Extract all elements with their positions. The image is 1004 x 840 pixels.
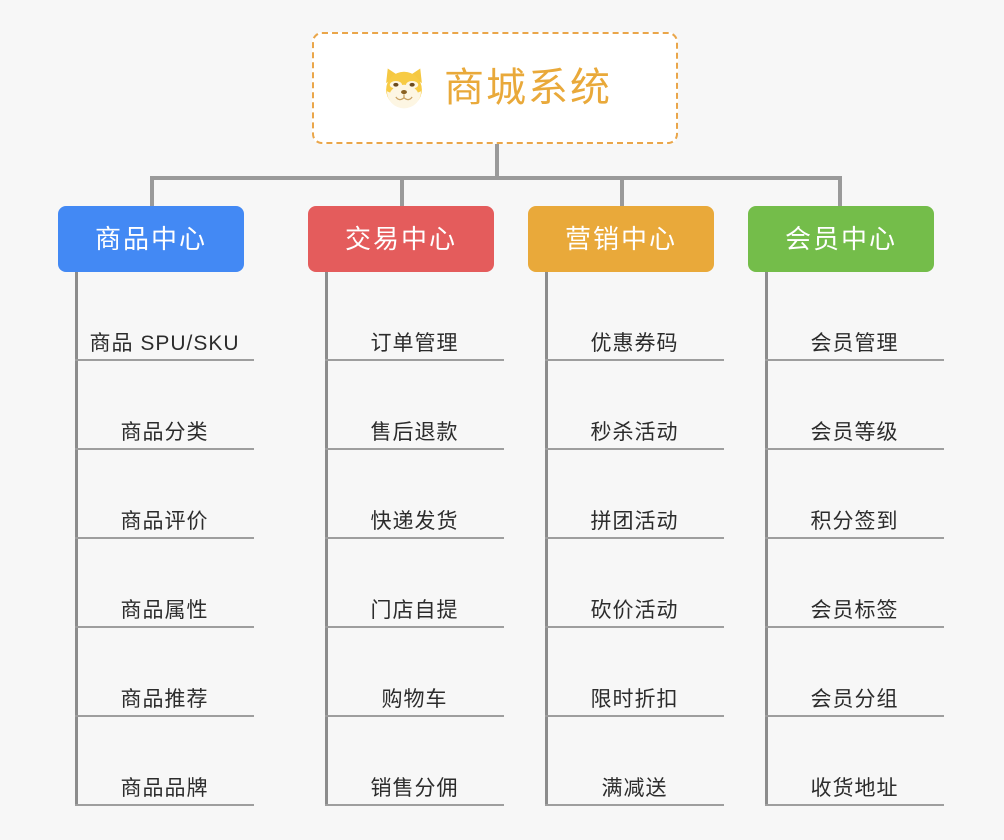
category-box-product-center[interactable]: 商品中心 (58, 206, 244, 272)
leaf-item[interactable]: 限时折扣 (545, 628, 724, 717)
connector-drop-member-center (838, 176, 842, 208)
leaf-label: 满减送 (601, 776, 668, 800)
leaf-item[interactable]: 会员标签 (765, 539, 944, 628)
leaf-label: 商品分类 (120, 420, 209, 444)
leaf-item[interactable]: 会员管理 (765, 272, 944, 361)
connector-horizontal-bus (150, 176, 840, 180)
leaf-item[interactable]: 销售分佣 (325, 717, 504, 806)
leaf-item[interactable]: 优惠券码 (545, 272, 724, 361)
leaf-label: 拼团活动 (590, 509, 679, 533)
leaf-item[interactable]: 商品属性 (75, 539, 254, 628)
leaf-column-member-center: 会员管理会员等级积分签到会员标签会员分组收货地址 (765, 272, 944, 806)
leaf-label: 售后退款 (370, 420, 459, 444)
category-label: 交易中心 (344, 224, 457, 254)
leaf-item[interactable]: 收货地址 (765, 717, 944, 806)
leaf-label: 会员管理 (810, 331, 899, 355)
leaf-label: 商品评价 (120, 509, 209, 533)
leaf-label: 会员标签 (810, 598, 899, 622)
leaf-item[interactable]: 满减送 (545, 717, 724, 806)
leaf-label: 商品 SPU/SKU (89, 331, 240, 355)
leaf-label: 限时折扣 (590, 687, 679, 711)
leaf-label: 门店自提 (370, 598, 459, 622)
category-label: 商品中心 (94, 224, 207, 254)
leaf-label: 优惠券码 (590, 331, 679, 355)
leaf-label: 商品属性 (120, 598, 209, 622)
leaf-item[interactable]: 秒杀活动 (545, 361, 724, 450)
root-node[interactable]: 商城系统 (312, 32, 678, 144)
leaf-label: 销售分佣 (370, 776, 459, 800)
leaf-list: 优惠券码秒杀活动拼团活动砍价活动限时折扣满减送 (545, 272, 724, 806)
connector-drop-marketing-center (620, 176, 624, 208)
leaf-item[interactable]: 会员分组 (765, 628, 944, 717)
leaf-column-trade-center: 订单管理售后退款快递发货门店自提购物车销售分佣 (325, 272, 504, 806)
category-box-marketing-center[interactable]: 营销中心 (528, 206, 714, 272)
category-label: 会员中心 (784, 224, 897, 254)
leaf-label: 快递发货 (370, 509, 459, 533)
connector-drop-product-center (150, 176, 154, 208)
leaf-list: 订单管理售后退款快递发货门店自提购物车销售分佣 (325, 272, 504, 806)
leaf-item[interactable]: 商品品牌 (75, 717, 254, 806)
leaf-item[interactable]: 商品分类 (75, 361, 254, 450)
leaf-item[interactable]: 商品评价 (75, 450, 254, 539)
root-title: 商城系统 (444, 66, 612, 110)
connector-root-stem (495, 144, 499, 178)
column-spine-trade-center (325, 272, 328, 806)
leaf-label: 秒杀活动 (590, 420, 679, 444)
leaf-label: 购物车 (381, 687, 448, 711)
column-spine-marketing-center (545, 272, 548, 806)
leaf-label: 订单管理 (370, 331, 459, 355)
category-label: 营销中心 (564, 224, 677, 254)
leaf-label: 收货地址 (810, 776, 899, 800)
leaf-column-marketing-center: 优惠券码秒杀活动拼团活动砍价活动限时折扣满减送 (545, 272, 724, 806)
leaf-item[interactable]: 购物车 (325, 628, 504, 717)
leaf-item[interactable]: 砍价活动 (545, 539, 724, 628)
category-box-trade-center[interactable]: 交易中心 (308, 206, 494, 272)
leaf-label: 积分签到 (810, 509, 899, 533)
leaf-label: 会员分组 (810, 687, 899, 711)
leaf-item[interactable]: 商品推荐 (75, 628, 254, 717)
connector-drop-trade-center (400, 176, 404, 208)
leaf-item[interactable]: 订单管理 (325, 272, 504, 361)
column-spine-product-center (75, 272, 78, 806)
dog-face-icon (378, 62, 430, 114)
leaf-label: 砍价活动 (590, 598, 679, 622)
leaf-label: 商品品牌 (120, 776, 209, 800)
column-spine-member-center (765, 272, 768, 806)
leaf-column-product-center: 商品 SPU/SKU 商品分类商品评价商品属性商品推荐商品品牌 (75, 272, 254, 806)
leaf-list: 商品 SPU/SKU 商品分类商品评价商品属性商品推荐商品品牌 (75, 272, 254, 806)
category-box-member-center[interactable]: 会员中心 (748, 206, 934, 272)
leaf-item[interactable]: 商品 SPU/SKU (75, 272, 254, 361)
leaf-item[interactable]: 积分签到 (765, 450, 944, 539)
leaf-label: 会员等级 (810, 420, 899, 444)
leaf-item[interactable]: 门店自提 (325, 539, 504, 628)
leaf-item[interactable]: 会员等级 (765, 361, 944, 450)
leaf-item[interactable]: 拼团活动 (545, 450, 724, 539)
leaf-item[interactable]: 售后退款 (325, 361, 504, 450)
leaf-label: 商品推荐 (120, 687, 209, 711)
leaf-list: 会员管理会员等级积分签到会员标签会员分组收货地址 (765, 272, 944, 806)
leaf-item[interactable]: 快递发货 (325, 450, 504, 539)
